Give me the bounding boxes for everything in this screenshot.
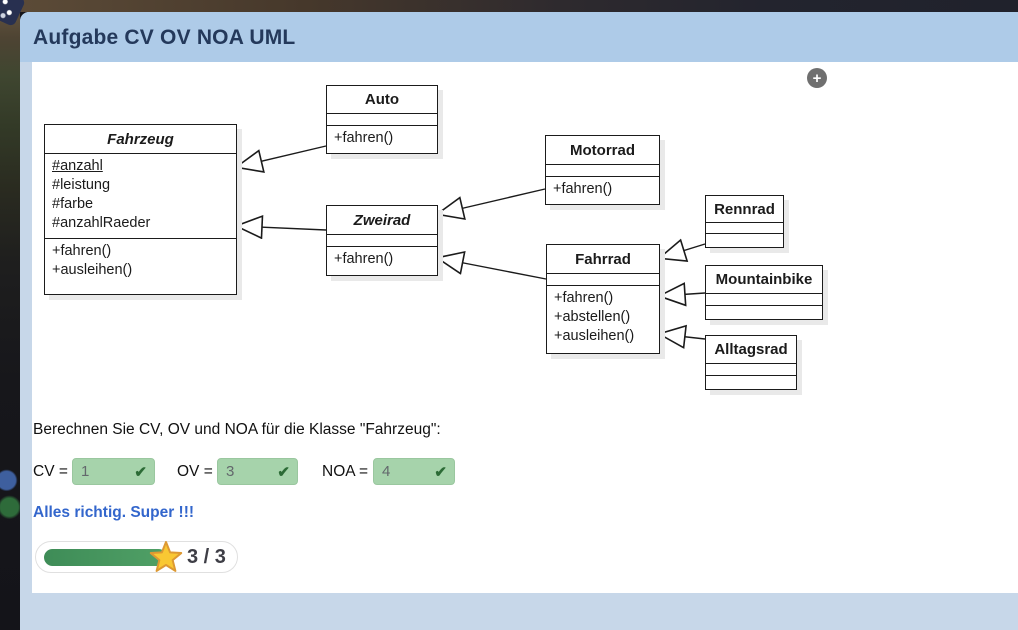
uml-method: +fahren() [334, 130, 394, 146]
uml-method: +fahren() [553, 181, 613, 197]
uml-methods: +fahren() [546, 177, 659, 199]
zoom-in-button[interactable]: + [807, 68, 827, 88]
uml-method: +fahren() [52, 243, 112, 259]
uml-class-zweirad: Zweirad +fahren() [326, 205, 438, 276]
exercise-card: + Fahrzeug #anzahl #leistung #farbe [32, 62, 1018, 593]
inheritance-alltagsrad-fahrrad [660, 334, 706, 339]
page-title: Aufgabe CV OV NOA UML [33, 26, 296, 49]
uml-class-motorrad: Motorrad +fahren() [545, 135, 660, 205]
uml-methods: +fahren() +abstellen() +ausleihen() [547, 286, 659, 346]
uml-class-auto: Auto +fahren() [326, 85, 438, 154]
uml-attributes [327, 235, 437, 247]
uml-attribute: #anzahl [52, 158, 103, 174]
noa-input[interactable] [373, 458, 455, 485]
uml-class-name: Rennrad [706, 196, 783, 223]
noa-label: NOA = [322, 463, 369, 480]
uml-methods: +fahren() +ausleihen() [45, 239, 236, 280]
uml-class-name: Fahrrad [547, 245, 659, 274]
uml-methods [706, 306, 822, 309]
uml-class-fahrzeug: Fahrzeug #anzahl #leistung #farbe #anzah… [44, 124, 237, 295]
uml-attributes [706, 294, 822, 306]
inheritance-fahrrad-zweirad [438, 258, 547, 280]
title-bar: Aufgabe CV OV NOA UML [20, 12, 1018, 62]
uml-class-fahrrad: Fahrrad +fahren() +abstellen() +ausleihe… [546, 244, 660, 354]
uml-methods [706, 234, 783, 237]
star-icon [149, 541, 183, 572]
uml-method: +fahren() [554, 290, 614, 306]
uml-attribute: #anzahlRaeder [52, 215, 151, 231]
uml-class-mountainbike: Mountainbike [705, 265, 823, 320]
desktop-background-top [0, 0, 1018, 12]
feedback-message: Alles richtig. Super !!! [33, 504, 195, 521]
inheritance-rennrad-fahrrad [660, 244, 706, 258]
cv-input[interactable] [72, 458, 155, 485]
cv-label: CV = [33, 463, 68, 480]
uml-method: +ausleihen() [52, 262, 133, 278]
uml-method: +fahren() [334, 251, 394, 267]
ov-label: OV = [177, 463, 213, 480]
uml-methods: +fahren() [327, 247, 437, 269]
ov-input[interactable] [217, 458, 298, 485]
uml-attribute: #farbe [52, 196, 94, 212]
noa-field-wrap: ✔ [373, 458, 455, 485]
uml-attributes [706, 223, 783, 234]
ov-field-wrap: ✔ [217, 458, 298, 485]
uml-class-alltagsrad: Alltagsrad [705, 335, 797, 390]
score-pill: 3 / 3 [35, 541, 238, 573]
uml-attributes [546, 165, 659, 177]
uml-methods [706, 376, 796, 379]
uml-attribute: #leistung [52, 177, 111, 193]
uml-method: +abstellen() [554, 309, 631, 325]
question-text: Berechnen Sie CV, OV und NOA für die Kla… [33, 421, 441, 438]
uml-class-name: Zweirad [327, 206, 437, 235]
uml-attributes [706, 364, 796, 376]
uml-methods: +fahren() [327, 126, 437, 148]
inheritance-mountainbike-fahrrad [660, 293, 706, 296]
uml-class-name: Motorrad [546, 136, 659, 165]
desktop-background-left [0, 0, 27, 630]
inheritance-motorrad-zweirad [438, 188, 546, 214]
cv-field-wrap: ✔ [72, 458, 155, 485]
uml-attributes [327, 114, 437, 126]
progress-bar [44, 549, 167, 566]
uml-attributes: #anzahl #leistung #farbe #anzahlRaeder [45, 154, 236, 239]
quiz-panel: Aufgabe CV OV NOA UML + Fahrzeug #anzahl [20, 12, 1018, 630]
uml-attributes [547, 274, 659, 286]
uml-class-name: Auto [327, 86, 437, 114]
uml-class-rennrad: Rennrad [705, 195, 784, 248]
uml-class-name: Mountainbike [706, 266, 822, 294]
inheritance-auto-fahrzeug [237, 145, 327, 167]
uml-class-name: Fahrzeug [45, 125, 236, 154]
uml-method: +ausleihen() [554, 328, 635, 344]
uml-class-name: Alltagsrad [706, 336, 796, 364]
inheritance-zweirad-fahrzeug [237, 226, 327, 230]
score-text: 3 / 3 [187, 546, 226, 568]
